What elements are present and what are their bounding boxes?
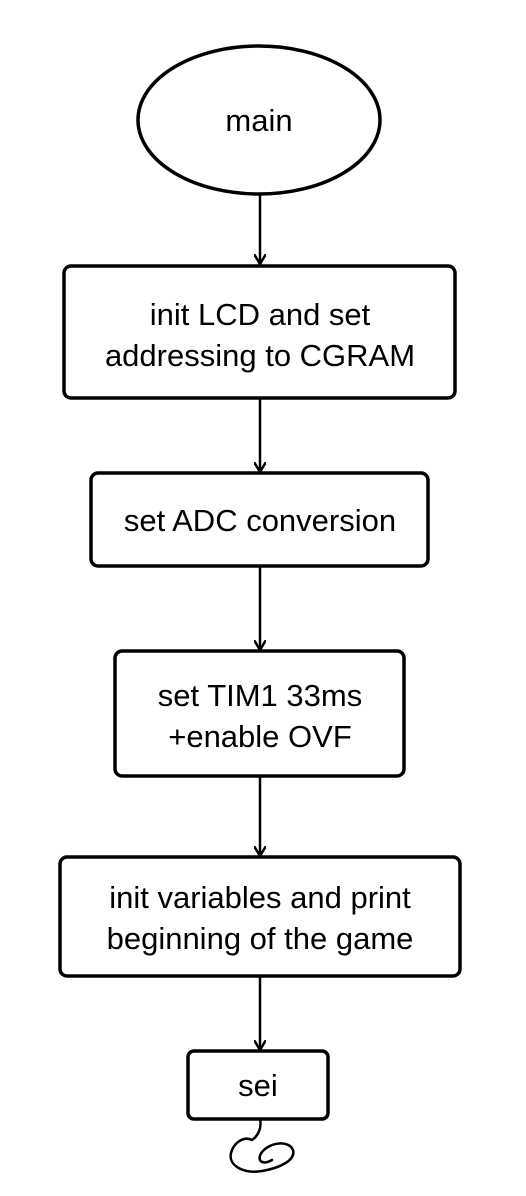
- node-init-vars: init variables and print beginning of th…: [58, 855, 462, 978]
- node-tim1: set TIM1 33ms +enable OVF: [113, 649, 406, 778]
- node-main: main: [136, 44, 382, 196]
- node-init-lcd-line-2: addressing to CGRAM: [105, 338, 415, 373]
- node-tim1-line-1: set TIM1 33ms: [158, 678, 362, 713]
- node-adc-label: set ADC conversion: [124, 503, 396, 538]
- node-init-lcd: init LCD and set addressing to CGRAM: [62, 264, 457, 400]
- node-init-vars-line-1: init variables and print: [109, 880, 411, 915]
- node-sei-label: sei: [238, 1068, 278, 1103]
- terminator-loop-icon: [229, 1117, 295, 1173]
- node-init-lcd-line-1: init LCD and set: [150, 297, 371, 332]
- node-main-label: main: [225, 103, 292, 138]
- node-tim1-line-2: +enable OVF: [168, 719, 352, 754]
- node-adc: set ADC conversion: [89, 471, 430, 568]
- node-init-vars-line-2: beginning of the game: [107, 921, 414, 956]
- node-sei: sei: [186, 1049, 330, 1121]
